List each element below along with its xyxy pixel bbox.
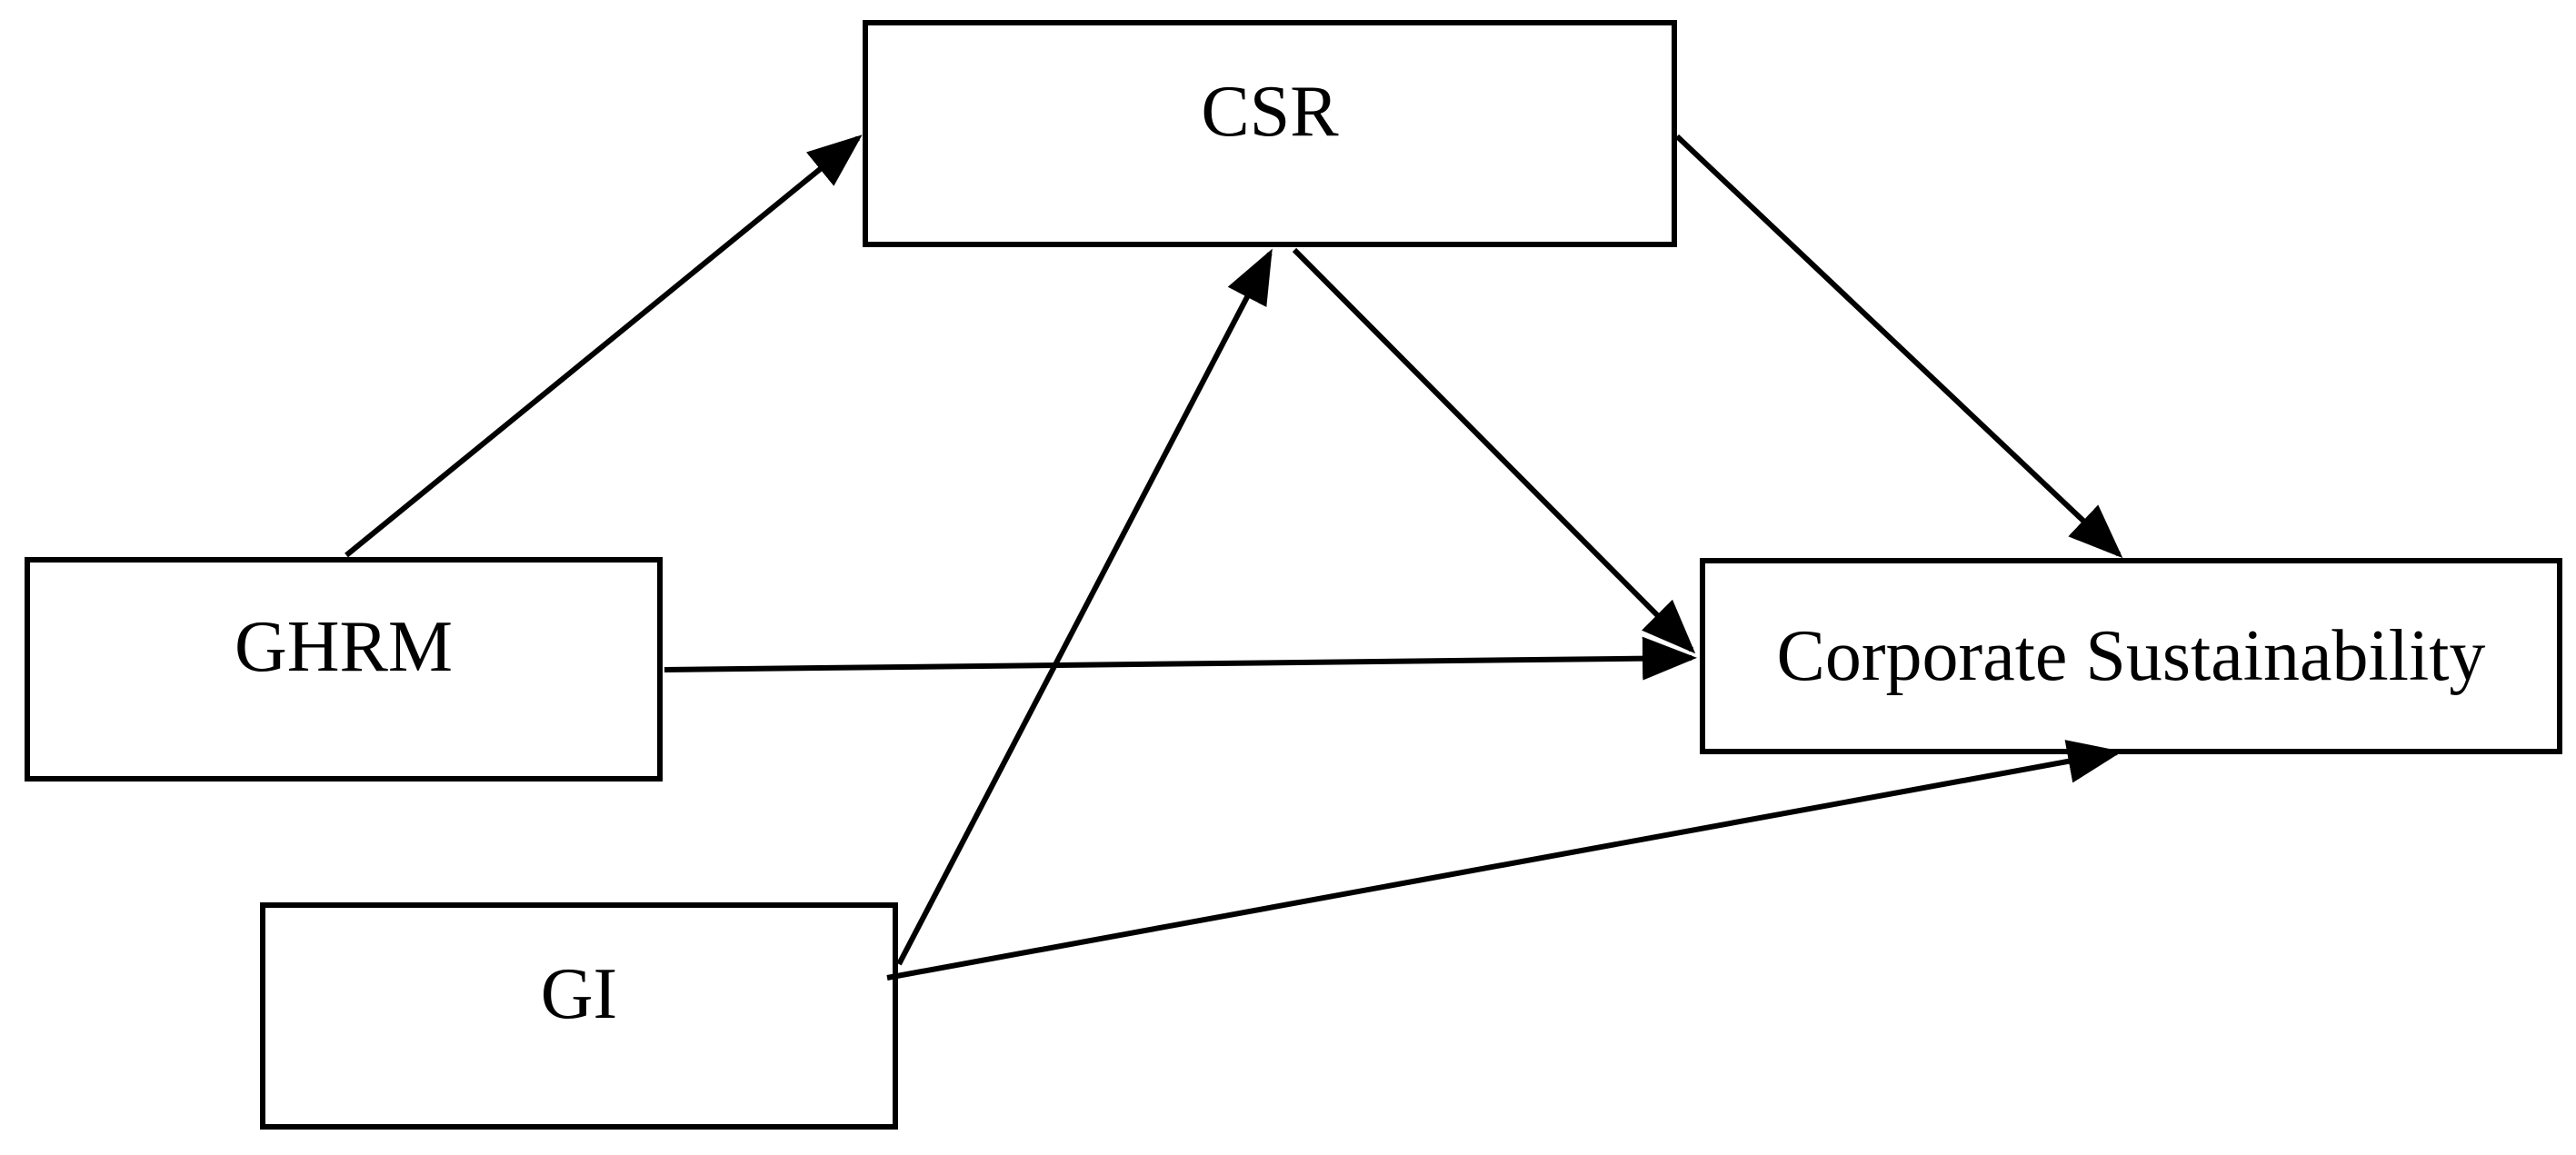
node-gi: GI	[260, 902, 898, 1130]
arrow-ghrm-to-csr	[344, 134, 863, 558]
node-corporate-sustainability-label: Corporate Sustainability	[1776, 615, 2486, 696]
arrow-csr-to-corporate-sustainability-top	[1674, 134, 2123, 559]
node-csr: CSR	[863, 20, 1677, 247]
node-ghrm: GHRM	[25, 557, 663, 782]
node-csr-label: CSR	[1201, 71, 1339, 152]
arrow-csr-to-corporate-sustainability-left	[1292, 247, 1696, 654]
arrow-gi-to-csr	[896, 248, 1273, 966]
node-gi-label: GI	[540, 953, 618, 1034]
arrow-ghrm-to-corporate-sustainability	[664, 636, 1697, 681]
arrow-gi-to-corporate-sustainability	[886, 740, 2122, 981]
node-corporate-sustainability: Corporate Sustainability	[1700, 558, 2562, 754]
node-ghrm-label: GHRM	[234, 607, 454, 687]
